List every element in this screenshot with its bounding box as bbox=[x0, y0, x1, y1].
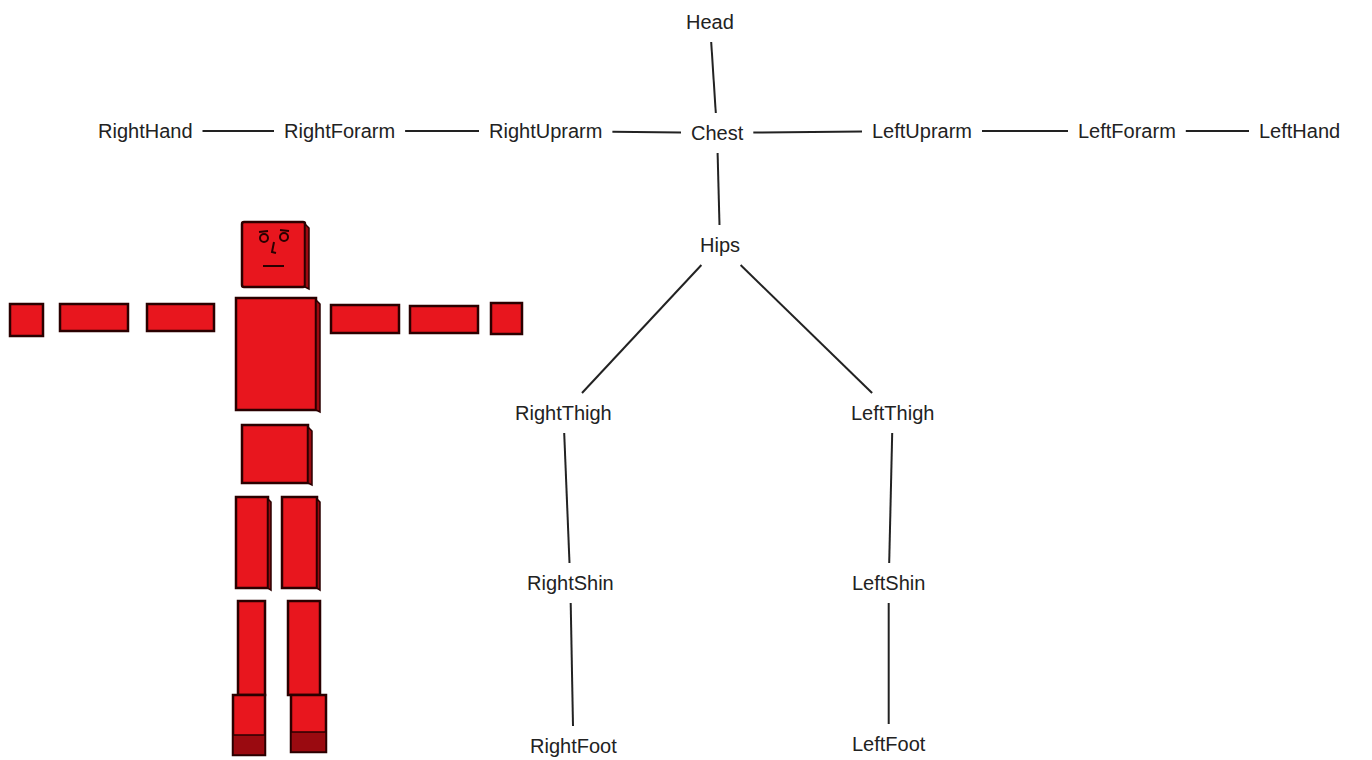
part-label: LeftForarm bbox=[1076, 119, 1178, 143]
part-label: RightForarm bbox=[282, 119, 397, 143]
part-name: LeftFoot bbox=[852, 732, 925, 756]
part-name: RightForarm bbox=[284, 119, 395, 143]
part-label: RightThigh bbox=[513, 401, 614, 425]
hierarchy-link bbox=[753, 132, 862, 133]
part-name: RightHand bbox=[98, 119, 193, 143]
part-label: LeftShin bbox=[850, 571, 927, 595]
part-label: RightHand bbox=[96, 119, 195, 143]
hierarchy-link bbox=[582, 265, 701, 393]
part-label: LeftUprarm bbox=[870, 119, 974, 143]
part-label: Hips bbox=[698, 233, 742, 257]
part-name: RightFoot bbox=[530, 734, 617, 758]
hierarchy-link bbox=[203, 130, 275, 132]
part-label: Head bbox=[684, 10, 736, 34]
hierarchy-link bbox=[1186, 130, 1249, 132]
part-name: RightThigh bbox=[515, 401, 612, 425]
part-name: Hips bbox=[700, 233, 740, 257]
part-name: RightShin bbox=[527, 571, 614, 595]
part-label: RightShin bbox=[525, 571, 616, 595]
part-name: LeftUprarm bbox=[872, 119, 972, 143]
part-name: LeftForarm bbox=[1078, 119, 1176, 143]
hierarchy-link bbox=[889, 433, 892, 563]
hierarchy-link bbox=[982, 130, 1068, 132]
part-name: LeftThigh bbox=[851, 401, 934, 425]
part-label: LeftThigh bbox=[849, 401, 936, 425]
part-label: LeftHand bbox=[1257, 119, 1342, 143]
hierarchy-link bbox=[571, 603, 573, 726]
part-label: Chest bbox=[689, 121, 745, 145]
hierarchy-link bbox=[888, 603, 890, 724]
part-name: Head bbox=[686, 10, 734, 34]
part-name: LeftHand bbox=[1259, 119, 1340, 143]
part-label: RightFoot bbox=[528, 734, 619, 758]
hierarchy-link bbox=[718, 153, 720, 225]
hierarchy-link bbox=[612, 131, 681, 134]
part-name: Chest bbox=[691, 121, 743, 145]
hierarchy-link bbox=[564, 433, 569, 563]
part-name: LeftShin bbox=[852, 571, 925, 595]
hierarchy-link bbox=[741, 265, 873, 393]
part-label: LeftFoot bbox=[850, 732, 927, 756]
hierarchy-link bbox=[711, 42, 716, 113]
hierarchy-link bbox=[405, 130, 479, 132]
part-name: RightUprarm bbox=[489, 119, 602, 143]
part-label: RightUprarm bbox=[487, 119, 604, 143]
